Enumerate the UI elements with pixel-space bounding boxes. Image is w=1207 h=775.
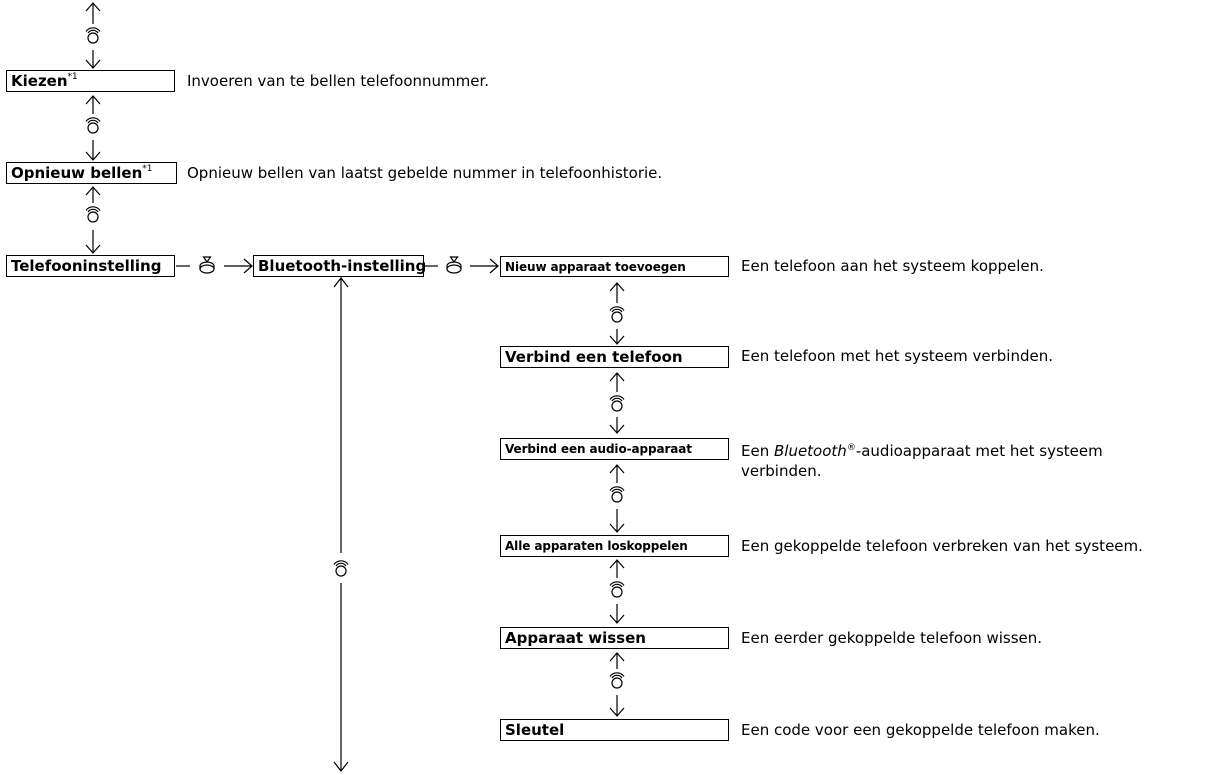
left-column-arrows bbox=[85, 2, 101, 254]
submenu-item-label: Nieuw apparaat toevoegen bbox=[505, 260, 686, 274]
menu-item-phone-settings-label: Telefooninstelling bbox=[11, 257, 162, 275]
submenu-item-connect-phone[interactable]: Verbind een telefoon bbox=[500, 346, 729, 368]
rotate-icon bbox=[85, 117, 101, 134]
press-icon bbox=[446, 256, 462, 274]
submenu-item-passkey[interactable]: Sleutel bbox=[500, 719, 729, 741]
rotate-icon bbox=[609, 581, 625, 598]
submenu-item-description: Een Bluetooth®-audioapparaat met het sys… bbox=[741, 442, 1103, 480]
menu-item-redial-label: Opnieuw bellen bbox=[11, 164, 143, 182]
rotate-icon bbox=[609, 672, 625, 689]
submenu-item-add-device[interactable]: Nieuw apparaat toevoegen bbox=[500, 256, 729, 277]
submenu-item-description: Een telefoon met het systeem verbinden. bbox=[741, 347, 1053, 365]
submenu-item-label: Verbind een audio-apparaat bbox=[505, 442, 692, 456]
press-icon bbox=[199, 256, 215, 274]
submenu-item-connect-audio[interactable]: Verbind een audio-apparaat bbox=[500, 438, 729, 460]
bluetooth-wordmark: Bluetooth bbox=[773, 442, 847, 460]
submenu-item-label: Alle apparaten loskoppelen bbox=[505, 539, 688, 553]
bluetooth-loop-arrow bbox=[333, 277, 349, 772]
rotate-icon bbox=[85, 27, 101, 44]
registered-mark: ® bbox=[846, 443, 856, 453]
rotate-icon bbox=[609, 486, 625, 503]
footnote-mark: *1 bbox=[142, 164, 153, 174]
menu-item-phone-settings[interactable]: Telefooninstelling bbox=[6, 255, 175, 277]
menu-item-bluetooth-settings[interactable]: Bluetooth-instelling bbox=[253, 255, 427, 277]
menu-item-redial-description: Opnieuw bellen van laatst gebelde nummer… bbox=[187, 164, 663, 182]
rotate-icon bbox=[85, 206, 101, 223]
submenu-item-description: Een telefoon aan het systeem koppelen. bbox=[741, 257, 1044, 275]
horizontal-arrows bbox=[176, 258, 499, 274]
rotate-icon bbox=[609, 395, 625, 412]
submenu-item-description: Een eerder gekoppelde telefoon wissen. bbox=[741, 629, 1043, 647]
menu-item-dial[interactable]: Kiezen*1 bbox=[6, 70, 175, 92]
rotate-icon bbox=[333, 560, 349, 577]
submenu-item-label: Apparaat wissen bbox=[505, 629, 646, 647]
submenu-item-label: Verbind een telefoon bbox=[505, 348, 683, 366]
right-column-arrows bbox=[609, 282, 625, 717]
submenu-item-description: Een gekoppelde telefoon verbreken van he… bbox=[741, 537, 1143, 555]
submenu-item-label: Sleutel bbox=[505, 721, 565, 739]
menu-item-redial[interactable]: Opnieuw bellen*1 bbox=[6, 162, 177, 184]
menu-item-dial-description: Invoeren van te bellen telefoonnummer. bbox=[187, 72, 490, 90]
submenu-item-delete-device[interactable]: Apparaat wissen bbox=[500, 627, 729, 649]
footnote-mark: *1 bbox=[67, 72, 78, 82]
submenu-item-description: Een code voor een gekoppelde telefoon ma… bbox=[741, 721, 1100, 739]
rotate-icon bbox=[609, 306, 625, 323]
menu-item-dial-label: Kiezen bbox=[11, 72, 68, 90]
menu-item-bluetooth-settings-label: Bluetooth-instelling bbox=[258, 257, 427, 275]
submenu-item-disconnect-all[interactable]: Alle apparaten loskoppelen bbox=[500, 535, 729, 557]
